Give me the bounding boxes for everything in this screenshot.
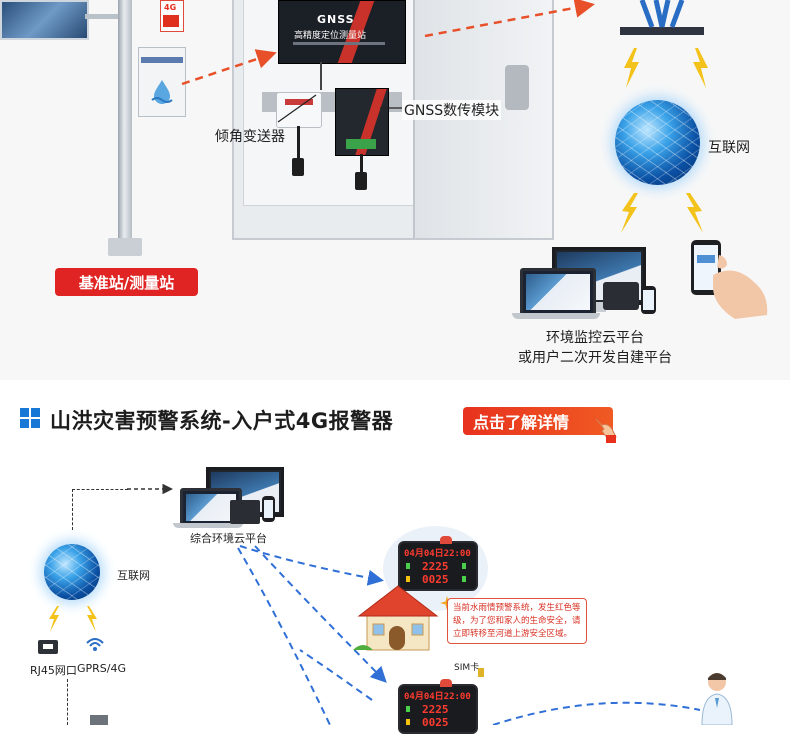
alarm-display-top: 04月04日22:00 2225 0025 bbox=[398, 536, 478, 591]
lightning-icon bbox=[686, 193, 703, 233]
section-heading: 山洪灾害预警系统-入户式4G报警器 bbox=[50, 409, 394, 433]
wireless-signal-icon bbox=[86, 638, 104, 651]
alarm-top-row2: 2225 bbox=[422, 560, 449, 573]
pointer-hand-icon bbox=[595, 418, 617, 443]
device-dashed-line bbox=[67, 679, 69, 725]
gnss-station-device: GNSS 高精度定位测量站 bbox=[278, 0, 406, 64]
station-pole-image bbox=[118, 0, 132, 255]
cloud-to-alarm2-upper-arrow bbox=[254, 545, 387, 683]
sensor-box-image bbox=[138, 47, 186, 117]
rj45-port-icon bbox=[38, 640, 58, 654]
station-badge: 基准站/测量站 bbox=[55, 268, 198, 296]
tilt-plug-icon bbox=[292, 158, 304, 176]
cloud-caption-line2: 或用户二次开发自建平台 bbox=[518, 350, 672, 366]
solar-panel-image bbox=[0, 0, 89, 40]
sim-card-icon bbox=[478, 668, 484, 677]
tilt-sensor-label: 倾角变送器 bbox=[215, 129, 285, 145]
tilt-pointer-line bbox=[277, 94, 317, 123]
tilt-sensor-device bbox=[276, 92, 322, 128]
dtu-label: GNSS数传模块 bbox=[402, 100, 502, 120]
house-image bbox=[353, 585, 439, 651]
gateway-device-image bbox=[90, 715, 108, 725]
network-module-icon: 4G bbox=[160, 0, 184, 32]
sim-label: SIM卡 bbox=[454, 663, 480, 673]
phone-image bbox=[641, 286, 656, 314]
cloud-tablet-image bbox=[230, 500, 260, 524]
lightning-icon bbox=[621, 193, 638, 233]
person-image bbox=[701, 673, 733, 725]
internet-globe-icon bbox=[44, 544, 100, 600]
details-button[interactable]: 点击了解详情 bbox=[463, 407, 613, 435]
lightning-icon bbox=[693, 48, 708, 88]
top-connection-arrows bbox=[181, 0, 595, 123]
lightning-icon bbox=[49, 606, 59, 632]
alarm-to-user-arrow bbox=[492, 701, 701, 725]
water-drop-icon bbox=[151, 80, 173, 104]
lightning-icon bbox=[87, 606, 97, 632]
cloud-platform-label: 综合环境云平台 bbox=[190, 532, 267, 545]
cloud-link-dashed-line bbox=[72, 489, 128, 530]
gnss-to-tower-arrow bbox=[424, 0, 595, 38]
section-bullet-icon bbox=[20, 408, 40, 428]
warning-message: 当前水雨情预警系统，发生红色等级，为了您和家人的生命安全，请立即转移至河道上游安… bbox=[447, 598, 587, 644]
dtu-cable bbox=[360, 154, 363, 174]
cloud-phone-image bbox=[262, 496, 275, 522]
cell-tower-icon bbox=[620, 0, 704, 35]
lightning-icon bbox=[624, 48, 639, 88]
alarm-bottom-row1: 04月04日22:00 bbox=[404, 692, 471, 702]
dtu-plug-icon bbox=[355, 172, 367, 190]
alarm-top-row1: 04月04日22:00 bbox=[404, 549, 471, 559]
alarm-display-bottom: 04月04日22:00 2225 0025 bbox=[398, 679, 478, 734]
laptop-base bbox=[512, 313, 600, 319]
internet-label: 互联网 bbox=[708, 140, 750, 156]
antenna-cable bbox=[320, 62, 322, 90]
hand-holding-phone-image bbox=[691, 240, 768, 319]
alarm-top-row3: 0025 bbox=[422, 573, 449, 586]
rj45-label: RJ45网口 bbox=[30, 664, 77, 677]
sensor-to-gnss-arrow bbox=[181, 49, 277, 86]
gnss-device-subtitle: 高精度定位测量站 bbox=[294, 31, 367, 41]
cloud-to-alarm1-arrow bbox=[239, 545, 384, 586]
network-badge: 4G bbox=[164, 3, 177, 12]
gprs-label: GPRS/4G bbox=[77, 662, 127, 675]
cloud-to-alarm2-arrow bbox=[237, 547, 331, 725]
pole-base bbox=[108, 238, 142, 256]
door-latch-icon bbox=[505, 65, 529, 110]
tablet-image bbox=[603, 282, 639, 310]
internet-globe-icon bbox=[615, 100, 700, 185]
mounting-arm bbox=[85, 14, 125, 19]
alarm-bottom-row2: 2225 bbox=[422, 703, 449, 716]
bottom-internet-label: 互联网 bbox=[117, 569, 150, 582]
bottom-diagram-panel bbox=[0, 380, 790, 725]
laptop-image bbox=[520, 268, 596, 316]
alarm-return-arrow bbox=[299, 649, 373, 701]
tilt-cable bbox=[297, 126, 300, 160]
monitor-stand bbox=[588, 302, 606, 312]
gnss-dtu-device bbox=[335, 88, 389, 156]
cloud-laptop-base bbox=[173, 523, 243, 528]
bottom-flow-arrows bbox=[127, 483, 701, 725]
cloud-caption-line1: 环境监控云平台 bbox=[546, 330, 644, 346]
cloud-caption: 环境监控云平台 或用户二次开发自建平台 bbox=[490, 328, 700, 368]
gnss-device-title: GNSS bbox=[317, 13, 355, 26]
alarm-bottom-row3: 0025 bbox=[422, 716, 449, 729]
